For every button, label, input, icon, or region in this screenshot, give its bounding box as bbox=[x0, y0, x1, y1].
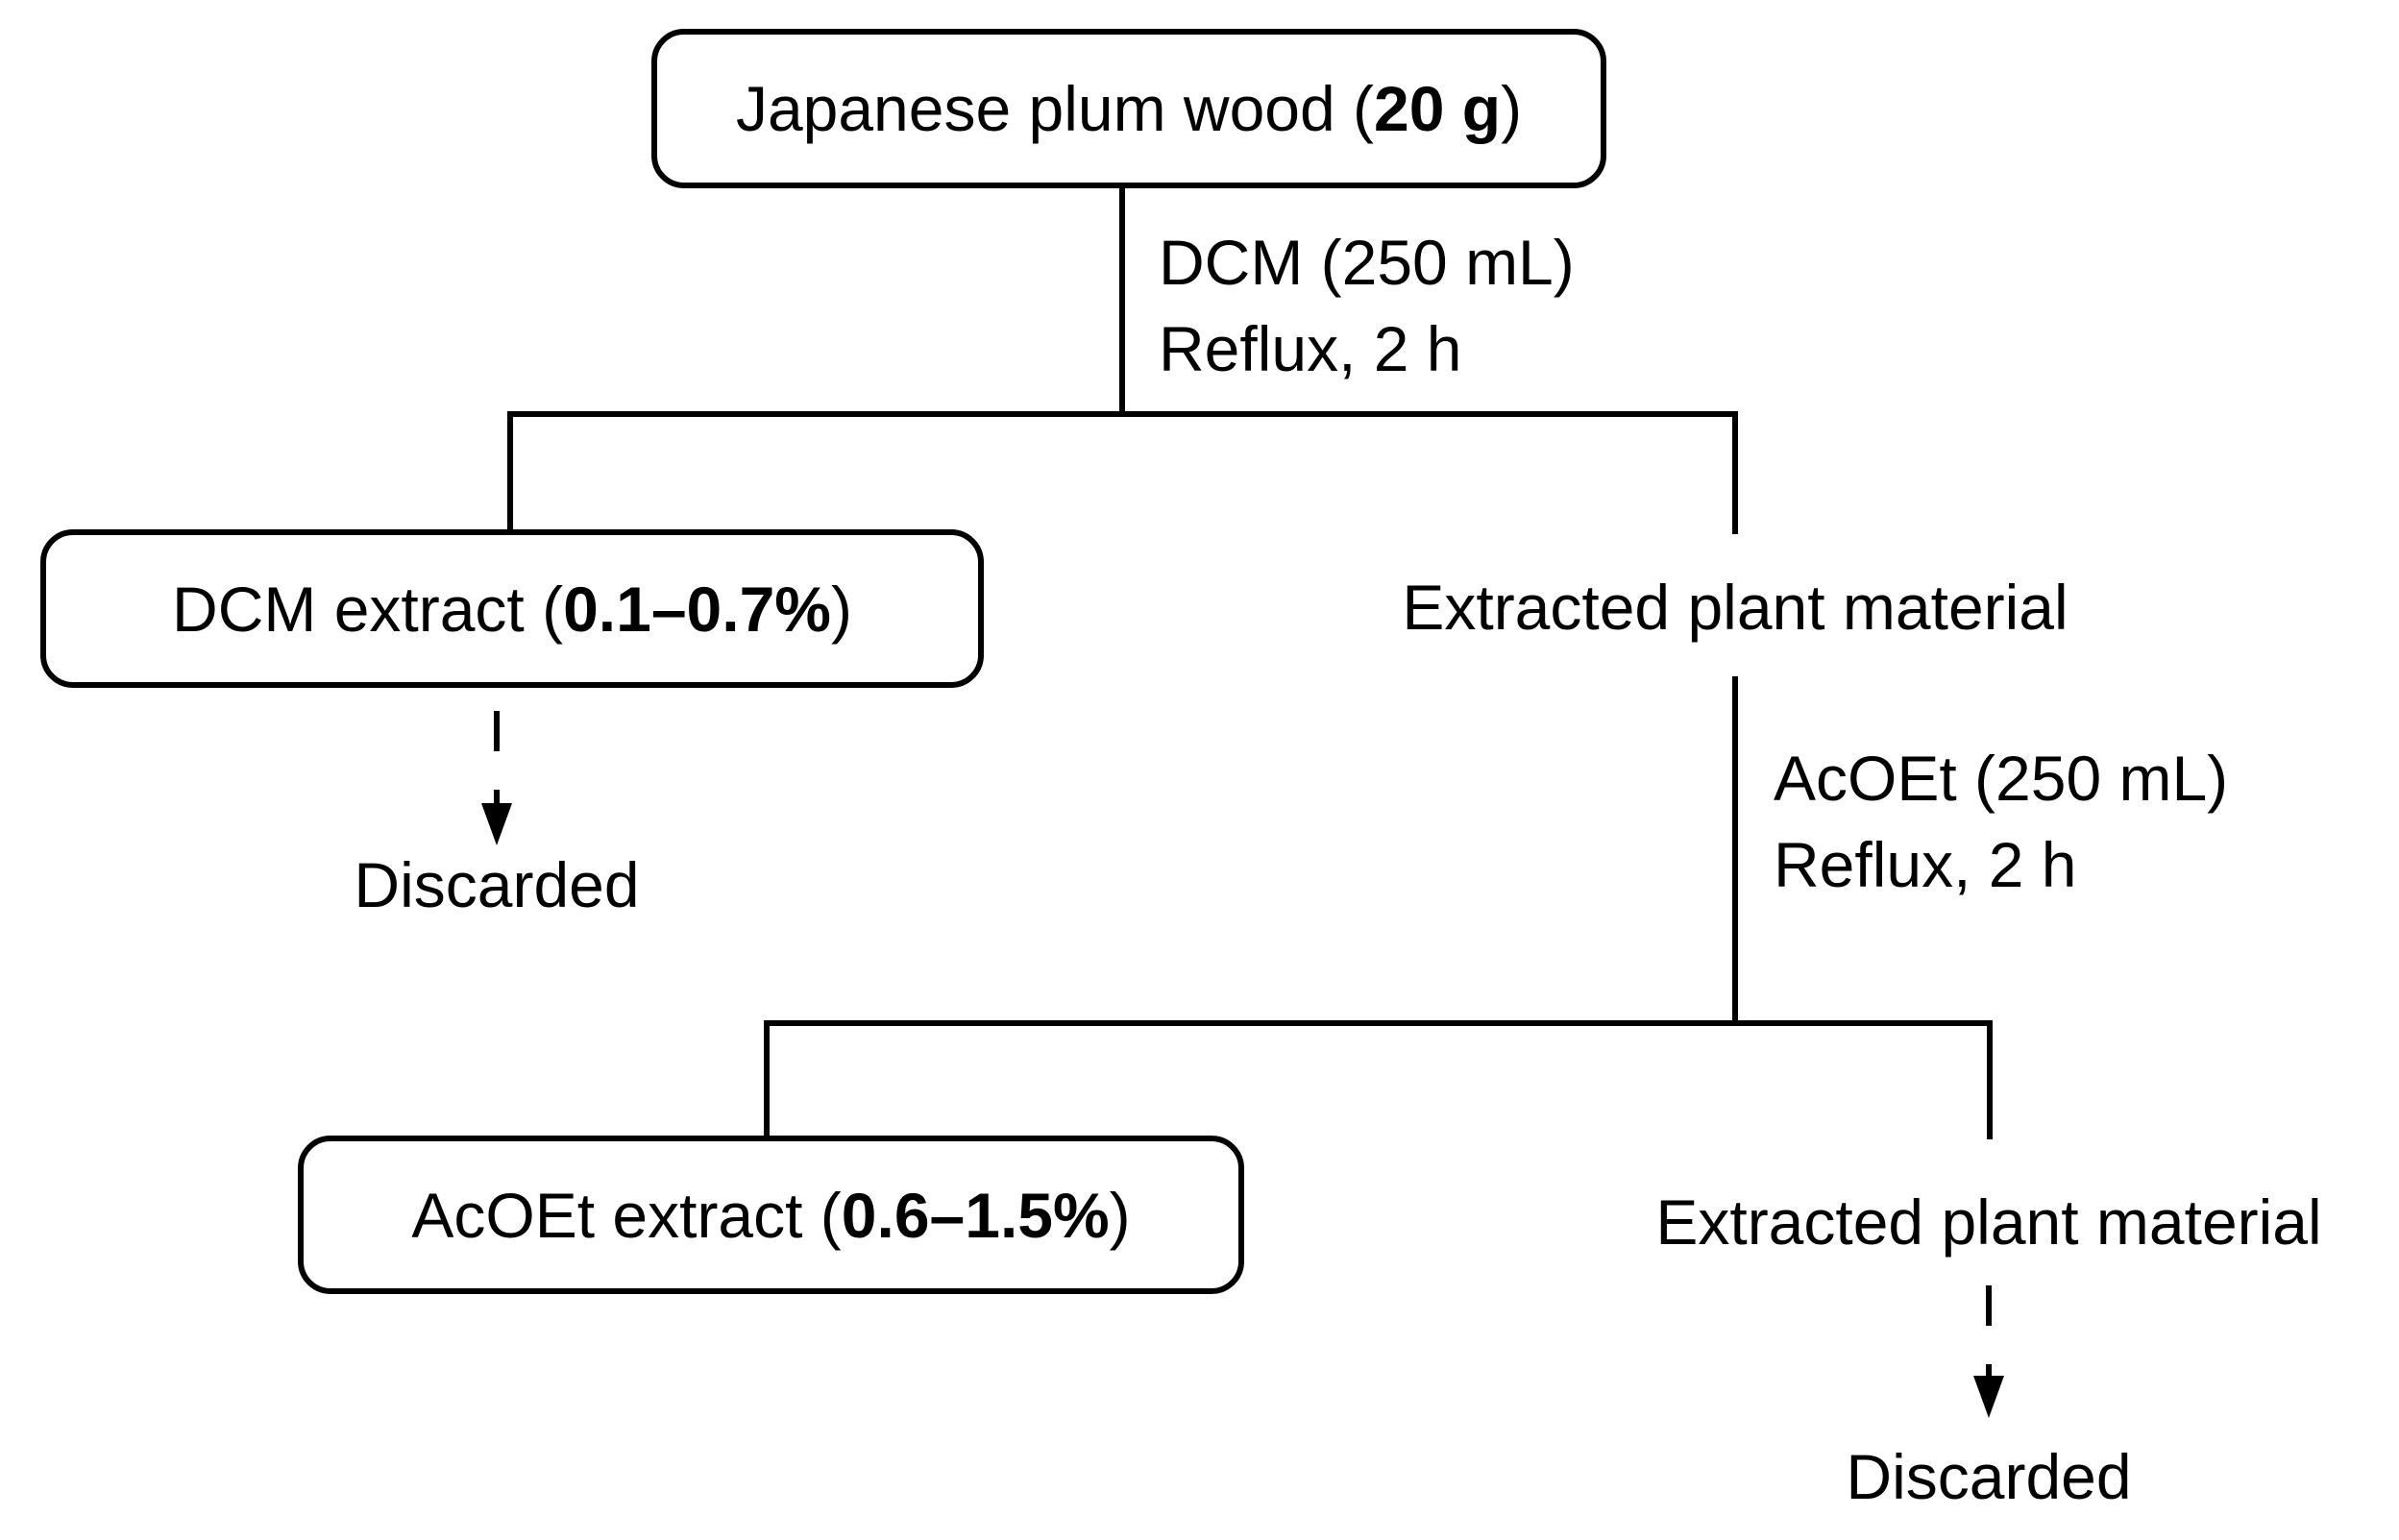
node-japanese-plum-wood-label: Japanese plum wood (20 g) bbox=[735, 73, 1523, 144]
step1-solvent-text: DCM (250 mL) bbox=[1159, 227, 1575, 298]
node-acoet-extract-label: AcOEt extract (0.6–1.5%) bbox=[411, 1179, 1131, 1251]
dashed-arrow-dcm-discard bbox=[494, 711, 500, 805]
node-dcm-extract-label: DCM extract (0.1–0.7%) bbox=[172, 573, 852, 645]
branch1-right-drop-line bbox=[1732, 411, 1738, 534]
connector-extracted1-down bbox=[1732, 676, 1738, 1024]
branch2-right-drop-line bbox=[1987, 1020, 1993, 1139]
connector-root-down bbox=[1119, 185, 1125, 416]
branch2-left-drop-line bbox=[764, 1020, 770, 1139]
branch1-horizontal-line bbox=[507, 411, 1738, 417]
node-extracted-plant-material-1: Extracted plant material bbox=[1402, 572, 2069, 643]
step1-conditions-text: Reflux, 2 h bbox=[1159, 313, 1462, 384]
discarded-label-dcm: Discarded bbox=[354, 849, 640, 920]
node-acoet-extract: AcOEt extract (0.6–1.5%) bbox=[298, 1136, 1244, 1294]
node-dcm-extract: DCM extract (0.1–0.7%) bbox=[40, 529, 984, 688]
discarded-label-acoet: Discarded bbox=[1846, 1441, 2132, 1512]
node-extracted-plant-material-2: Extracted plant material bbox=[1655, 1186, 2322, 1258]
branch1-left-drop-line bbox=[507, 411, 513, 534]
node-japanese-plum-wood: Japanese plum wood (20 g) bbox=[651, 29, 1606, 188]
down-arrowhead-icon bbox=[481, 803, 512, 845]
step1-reagent-label: DCM (250 mL) Reflux, 2 h bbox=[1159, 219, 1575, 392]
dashed-arrow-acoet-discard bbox=[1986, 1285, 1992, 1378]
down-arrowhead-icon bbox=[1973, 1376, 2004, 1418]
branch2-horizontal-line bbox=[764, 1020, 1993, 1026]
step2-solvent-text: AcOEt (250 mL) bbox=[1774, 743, 2229, 814]
step2-conditions-text: Reflux, 2 h bbox=[1774, 829, 2077, 900]
step2-reagent-label: AcOEt (250 mL) Reflux, 2 h bbox=[1774, 735, 2228, 908]
